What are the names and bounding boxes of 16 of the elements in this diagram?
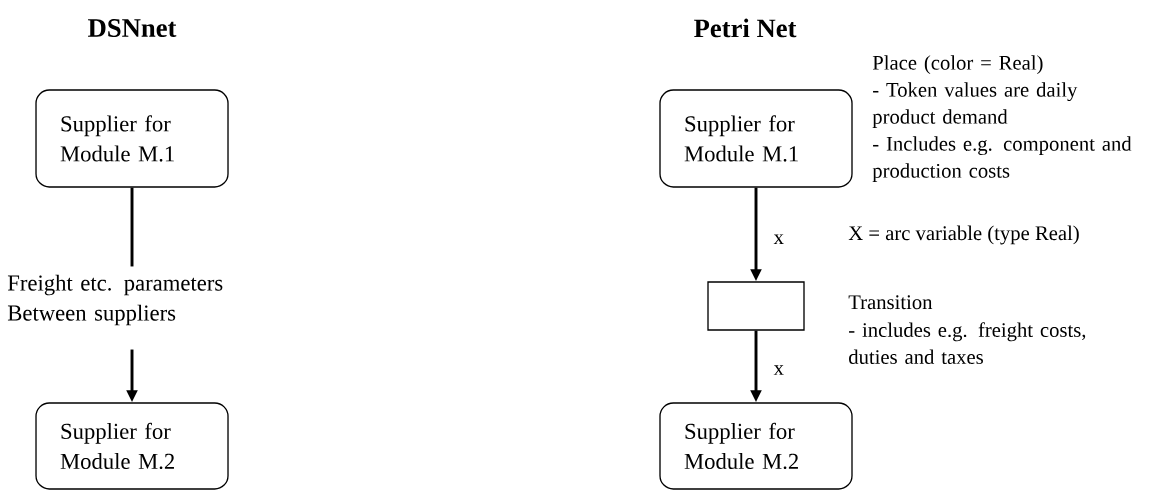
transition-box	[707, 281, 805, 331]
annotation-text: Place (color = Real)	[872, 55, 1043, 74]
heading: Petri Net	[694, 18, 797, 38]
annotation-text: Transition	[848, 295, 933, 310]
annotation-text: - Token values are daily product demand	[872, 82, 1078, 128]
supplier-box: Supplier for Module M.1	[35, 89, 229, 188]
note-text: X = arc variable (type Real)	[848, 225, 1079, 245]
edge-label: x	[772, 233, 786, 246]
supplier-box: Supplier for Module M.2	[659, 402, 853, 490]
parameter-text: Freight etc. parameters Between suppliers	[7, 274, 223, 326]
heading: DSNnet	[88, 19, 177, 37]
annotation-text: - includes e.g. freight costs, duties and taxes	[849, 322, 1086, 364]
annotation-text: - Includes e.g. component and production costs	[872, 136, 1132, 182]
supplier-box: Supplier for Module M.2	[35, 402, 229, 490]
edge-label: x	[772, 364, 786, 377]
supplier-box: Supplier for Module M.1	[659, 89, 853, 188]
